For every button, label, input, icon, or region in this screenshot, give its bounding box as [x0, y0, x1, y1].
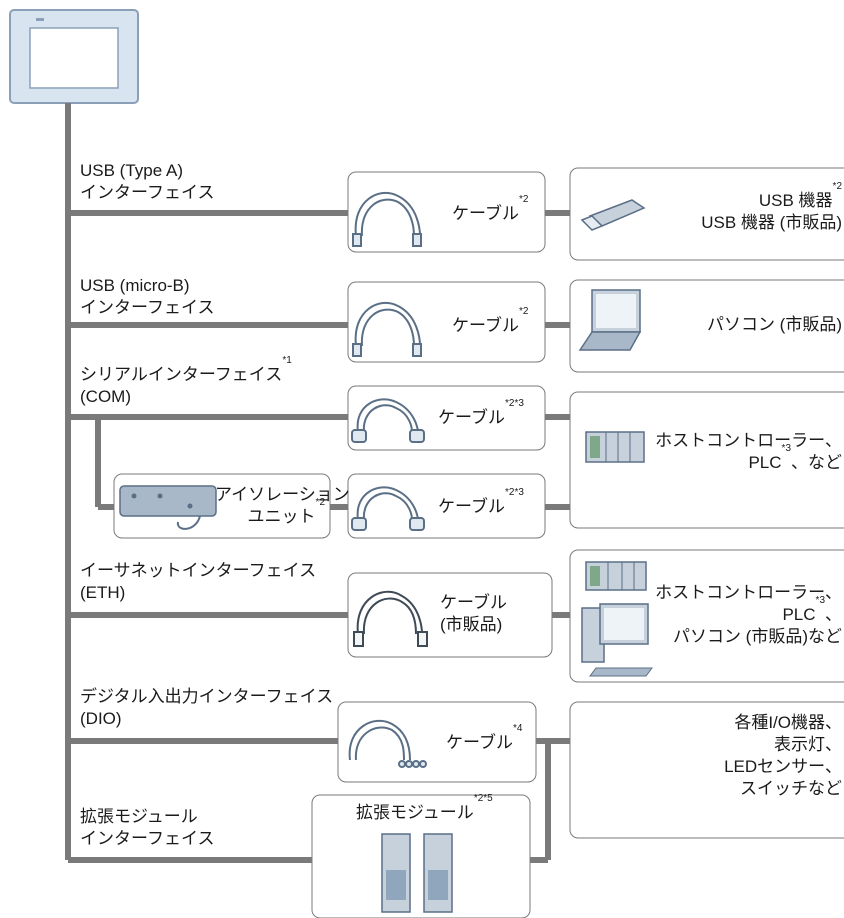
serial-cable-label: ケーブル*2*3	[438, 398, 524, 428]
isolation-unit-icon	[119, 485, 217, 530]
serial-cable-2-icon	[351, 486, 425, 531]
expansion-module-label: 拡張モジュール*2*5	[356, 793, 493, 823]
host-eth-device-label: ホストコントローラー、 PLC*3、 パソコン (市販品)など	[655, 583, 842, 646]
serial-cable-icon	[351, 398, 425, 443]
io-device-label: 各種I/O機器、 表示灯、 LEDセンサー、 スイッチなど	[724, 713, 842, 798]
usb-micro-cable-label: ケーブル*2	[452, 306, 529, 336]
usb-a-interface-label: USB (Type A)インターフェイス	[80, 161, 215, 202]
expansion-interface-label: 拡張モジュールインターフェイス	[80, 807, 215, 848]
usb-micro-cable-icon	[352, 301, 422, 357]
usb-device-icon	[580, 199, 646, 231]
hmi-panel-icon	[9, 9, 139, 104]
usb-device-label: USB 機器*2 USB 機器 (市販品)	[701, 181, 842, 233]
plc-and-pc-icon	[581, 561, 653, 677]
serial-interface-label: シリアルインターフェイス*1 (COM)	[80, 355, 292, 407]
plc-rack-icon	[585, 431, 645, 463]
usb-cable-icon	[352, 191, 422, 247]
dio-interface-label: デジタル入出力インターフェイス(DIO)	[80, 687, 334, 728]
ethernet-cable-icon	[353, 590, 428, 647]
dio-cable-label: ケーブル*4	[446, 723, 523, 753]
host-serial-device-label: ホストコントローラー、 PLC*3、など	[655, 431, 842, 472]
serial-cable-2-label: ケーブル*2*3	[438, 487, 524, 517]
expansion-module-icon	[381, 833, 453, 913]
bus-lines	[65, 103, 570, 863]
pc-device-label: パソコン (市販品)	[706, 315, 842, 334]
usb-micro-interface-label: USB (micro-B)インターフェイス	[80, 276, 215, 317]
laptop-icon	[578, 289, 642, 351]
dio-cable-icon	[348, 719, 427, 768]
usb-a-cable-label: ケーブル*2	[452, 194, 529, 224]
boxes	[113, 167, 844, 918]
isolation-unit-label: アイソレーション ユニット*2	[215, 485, 350, 526]
ethernet-interface-label: イーサネットインターフェイス(ETH)	[80, 561, 317, 602]
ethernet-cable-label: ケーブル(市販品)	[440, 593, 507, 634]
